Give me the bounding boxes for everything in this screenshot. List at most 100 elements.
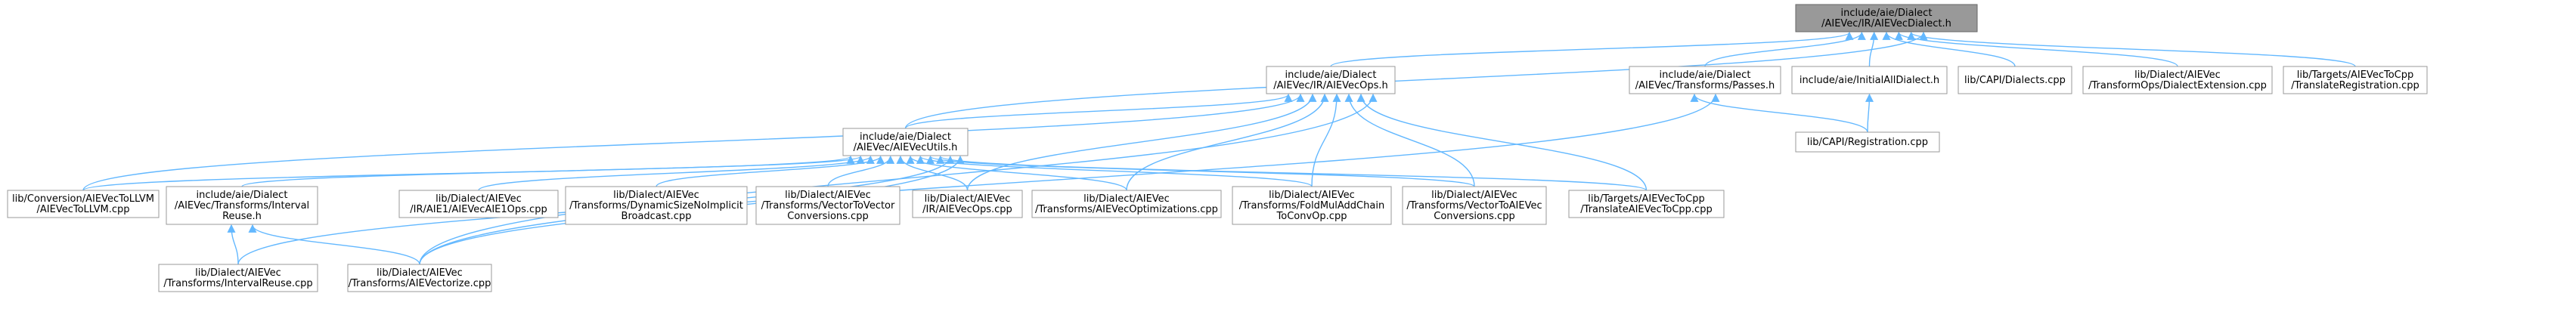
file-node-label-line: /TranslateAIEVecToCpp.cpp: [1580, 204, 1712, 215]
file-node-translatetocpp[interactable]: lib/Targets/AIEVecToCpp/TranslateAIEVecT…: [1568, 190, 1725, 218]
file-node-aievecutils_h[interactable]: include/aie/Dialect/AIEVec/AIEVecUtils.h: [842, 128, 969, 156]
dependency-edge-aievecutils_h-to-root: [904, 31, 1928, 129]
file-node-box: [166, 186, 318, 225]
file-node-box: [912, 190, 1023, 218]
file-node-label-line: /IR/AIEVecOps.cpp: [922, 204, 1012, 215]
file-node-vectortovector[interactable]: lib/Dialect/AIEVec/Transforms/VectorToVe…: [755, 186, 901, 225]
file-node-label-line: lib/Dialect/AIEVec: [436, 193, 522, 205]
file-node-label-line: lib/CAPI/Registration.cpp: [1807, 137, 1928, 148]
file-node-label-line: /Transforms/AIEVectorize.cpp: [349, 278, 491, 289]
file-node-aievecops_h[interactable]: include/aie/Dialect/AIEVec/IR/AIEVecOps.…: [1266, 66, 1396, 94]
dependency-edge-vectortoaievec-to-aievecops_h: [1344, 93, 1475, 187]
file-node-label-line: ToConvOp.cpp: [1276, 211, 1347, 222]
dependency-edge-aievecops_h-to-root: [1330, 31, 1854, 67]
file-node-dynsize[interactable]: lib/Dialect/AIEVec/Transforms/DynamicSiz…: [565, 186, 748, 225]
dependency-edge-intervalreuse_h-to-aievecutils_h: [241, 155, 865, 187]
file-node-label-line: /AIEVec/Transforms/Passes.h: [1635, 80, 1775, 91]
dependency-edge-aievecops_cpp-to-aievecutils_h: [896, 155, 969, 191]
file-node-box: [398, 190, 559, 218]
dependency-edge-capi_reg-to-passes_h: [1690, 93, 1868, 133]
file-node-label-line: Reuse.h: [222, 211, 262, 222]
dependency-edge-capi_dialects-to-root: [1882, 31, 2016, 67]
file-node-root: include/aie/Dialect/AIEVec/IR/AIEVecDial…: [1795, 4, 1978, 32]
file-node-label-line: include/aie/Dialect: [1660, 69, 1751, 81]
file-node-box: [1958, 66, 2072, 94]
file-node-box: [565, 186, 748, 225]
file-node-label-line: /Transforms/IntervalReuse.cpp: [163, 278, 312, 289]
file-node-label-line: include/aie/InitialAllDialect.h: [1799, 75, 1939, 86]
dependency-edge-vectortoaievec-to-aievecutils_h: [926, 155, 1475, 187]
dependency-edge-vectorize-to-intervalreuse_h: [248, 224, 420, 265]
file-node-label-line: /AIEVec/Transforms/Interval: [175, 200, 309, 212]
file-node-tollvm[interactable]: lib/Conversion/AIEVecToLLVM/AIEVecToLLVM…: [7, 190, 160, 218]
file-node-label-line: lib/CAPI/Dialects.cpp: [1964, 75, 2066, 86]
dependency-edge-translatetocpp-to-aievecops_h: [1356, 93, 1648, 191]
file-node-box: [755, 186, 901, 225]
file-node-label-line: lib/Dialect/AIEVec: [785, 190, 871, 201]
file-node-label-line: /IR/AIE1/AIEVecAIE1Ops.cpp: [410, 204, 547, 215]
file-node-label-line: include/aie/Dialect: [1841, 8, 1933, 19]
file-node-initialall_h[interactable]: include/aie/InitialAllDialect.h: [1791, 66, 1948, 94]
file-node-label-line: lib/Dialect/AIEVec: [613, 190, 699, 201]
dependency-edge-vectortovector-to-aievecutils_h: [827, 155, 895, 187]
file-node-label-line: lib/Dialect/AIEVec: [925, 193, 1011, 205]
dependency-edge-aie1ops-to-aievecutils_h: [478, 155, 875, 191]
file-node-box: [2283, 66, 2428, 94]
file-node-optimizations[interactable]: lib/Dialect/AIEVec/Transforms/AIEVecOpti…: [1031, 190, 1222, 218]
file-node-box: [1791, 66, 1948, 94]
file-node-label-line: Broadcast.cpp: [622, 211, 692, 222]
file-node-label-line: lib/Conversion/AIEVecToLLVM: [12, 193, 154, 205]
dependency-edge-capi_reg-to-initialall_h: [1865, 93, 1874, 133]
file-node-label-line: /TransformOps/DialectExtension.cpp: [2088, 80, 2267, 91]
file-node-box: [1031, 190, 1222, 218]
file-node-intervalreuse_h[interactable]: include/aie/Dialect/AIEVec/Transforms/In…: [166, 186, 318, 225]
file-node-capi_dialects[interactable]: lib/CAPI/Dialects.cpp: [1958, 66, 2072, 94]
dependency-edge-intervalreuse_cpp-to-intervalreuse_h: [227, 224, 239, 265]
file-node-box: [1629, 66, 1781, 94]
file-node-label-line: /AIEVec/AIEVecUtils.h: [854, 142, 958, 153]
file-node-label-line: lib/Dialect/AIEVec: [195, 267, 281, 279]
file-node-label-line: lib/Dialect/AIEVec: [1083, 193, 1170, 205]
file-node-label-line: /TranslateRegistration.cpp: [2291, 80, 2419, 91]
file-node-foldmuladd[interactable]: lib/Dialect/AIEVec/Transforms/FoldMulAdd…: [1232, 186, 1392, 225]
file-node-passes_h[interactable]: include/aie/Dialect/AIEVec/Transforms/Pa…: [1629, 66, 1781, 94]
file-node-label-line: /AIEVec/IR/AIEVecOps.h: [1273, 80, 1388, 91]
file-node-box: [1568, 190, 1725, 218]
dependency-edge-translatereg-to-root: [1907, 31, 2356, 67]
file-node-label-line: /Transforms/FoldMulAddChain: [1239, 200, 1384, 212]
nodes-layer: include/aie/Dialect/AIEVec/IR/AIEVecDial…: [7, 4, 2428, 292]
file-node-box: [1266, 66, 1396, 94]
dependency-edge-passes_h-to-root: [1704, 31, 1866, 67]
file-node-capi_reg[interactable]: lib/CAPI/Registration.cpp: [1795, 131, 1940, 153]
file-node-vectorize[interactable]: lib/Dialect/AIEVec/Transforms/AIEVectori…: [347, 264, 492, 292]
file-node-label-line: lib/Dialect/AIEVec: [2134, 69, 2221, 81]
file-node-box: [1795, 4, 1978, 32]
file-node-label-line: lib/Dialect/AIEVec: [1431, 190, 1517, 201]
file-node-aie1ops[interactable]: lib/Dialect/AIEVec/IR/AIE1/AIEVecAIE1Ops…: [398, 190, 559, 218]
file-node-label-line: /Transforms/VectorToVector: [761, 200, 895, 212]
file-node-aievecops_cpp[interactable]: lib/Dialect/AIEVec/IR/AIEVecOps.cpp: [912, 190, 1023, 218]
dependency-edge-aievecutils_h-to-aievecops_h: [904, 93, 1293, 129]
file-node-label-line: include/aie/Dialect: [860, 131, 951, 143]
file-node-label-line: /Transforms/VectorToAIEVec: [1406, 200, 1542, 212]
dependency-edge-optimizations-to-aievecops_h: [1126, 93, 1329, 191]
file-node-dialectext[interactable]: lib/Dialect/AIEVec/TransformOps/DialectE…: [2082, 66, 2273, 94]
file-node-label-line: lib/Targets/AIEVecToCpp: [2297, 69, 2413, 81]
file-node-vectortoaievec[interactable]: lib/Dialect/AIEVec/Transforms/VectorToAI…: [1402, 186, 1547, 225]
file-node-box: [1232, 186, 1392, 225]
file-node-label-line: lib/Targets/AIEVecToCpp: [1588, 193, 1704, 205]
file-node-label-line: /Transforms/AIEVecOptimizations.cpp: [1035, 204, 1218, 215]
file-node-label-line: Conversions.cpp: [1434, 211, 1514, 222]
file-node-box: [158, 264, 318, 292]
file-node-translatereg[interactable]: lib/Targets/AIEVecToCpp/TranslateRegistr…: [2283, 66, 2428, 94]
file-node-label-line: /AIEVecToLLVM.cpp: [37, 204, 130, 215]
file-node-intervalreuse_cpp[interactable]: lib/Dialect/AIEVec/Transforms/IntervalRe…: [158, 264, 318, 292]
file-node-box: [1795, 131, 1940, 153]
file-node-box: [7, 190, 160, 218]
file-node-label-line: /Transforms/DynamicSizeNoImplicit: [569, 200, 743, 212]
file-node-box: [842, 128, 969, 156]
file-node-box: [1402, 186, 1547, 225]
file-node-box: [347, 264, 492, 292]
file-node-label-line: lib/Dialect/AIEVec: [1269, 190, 1355, 201]
